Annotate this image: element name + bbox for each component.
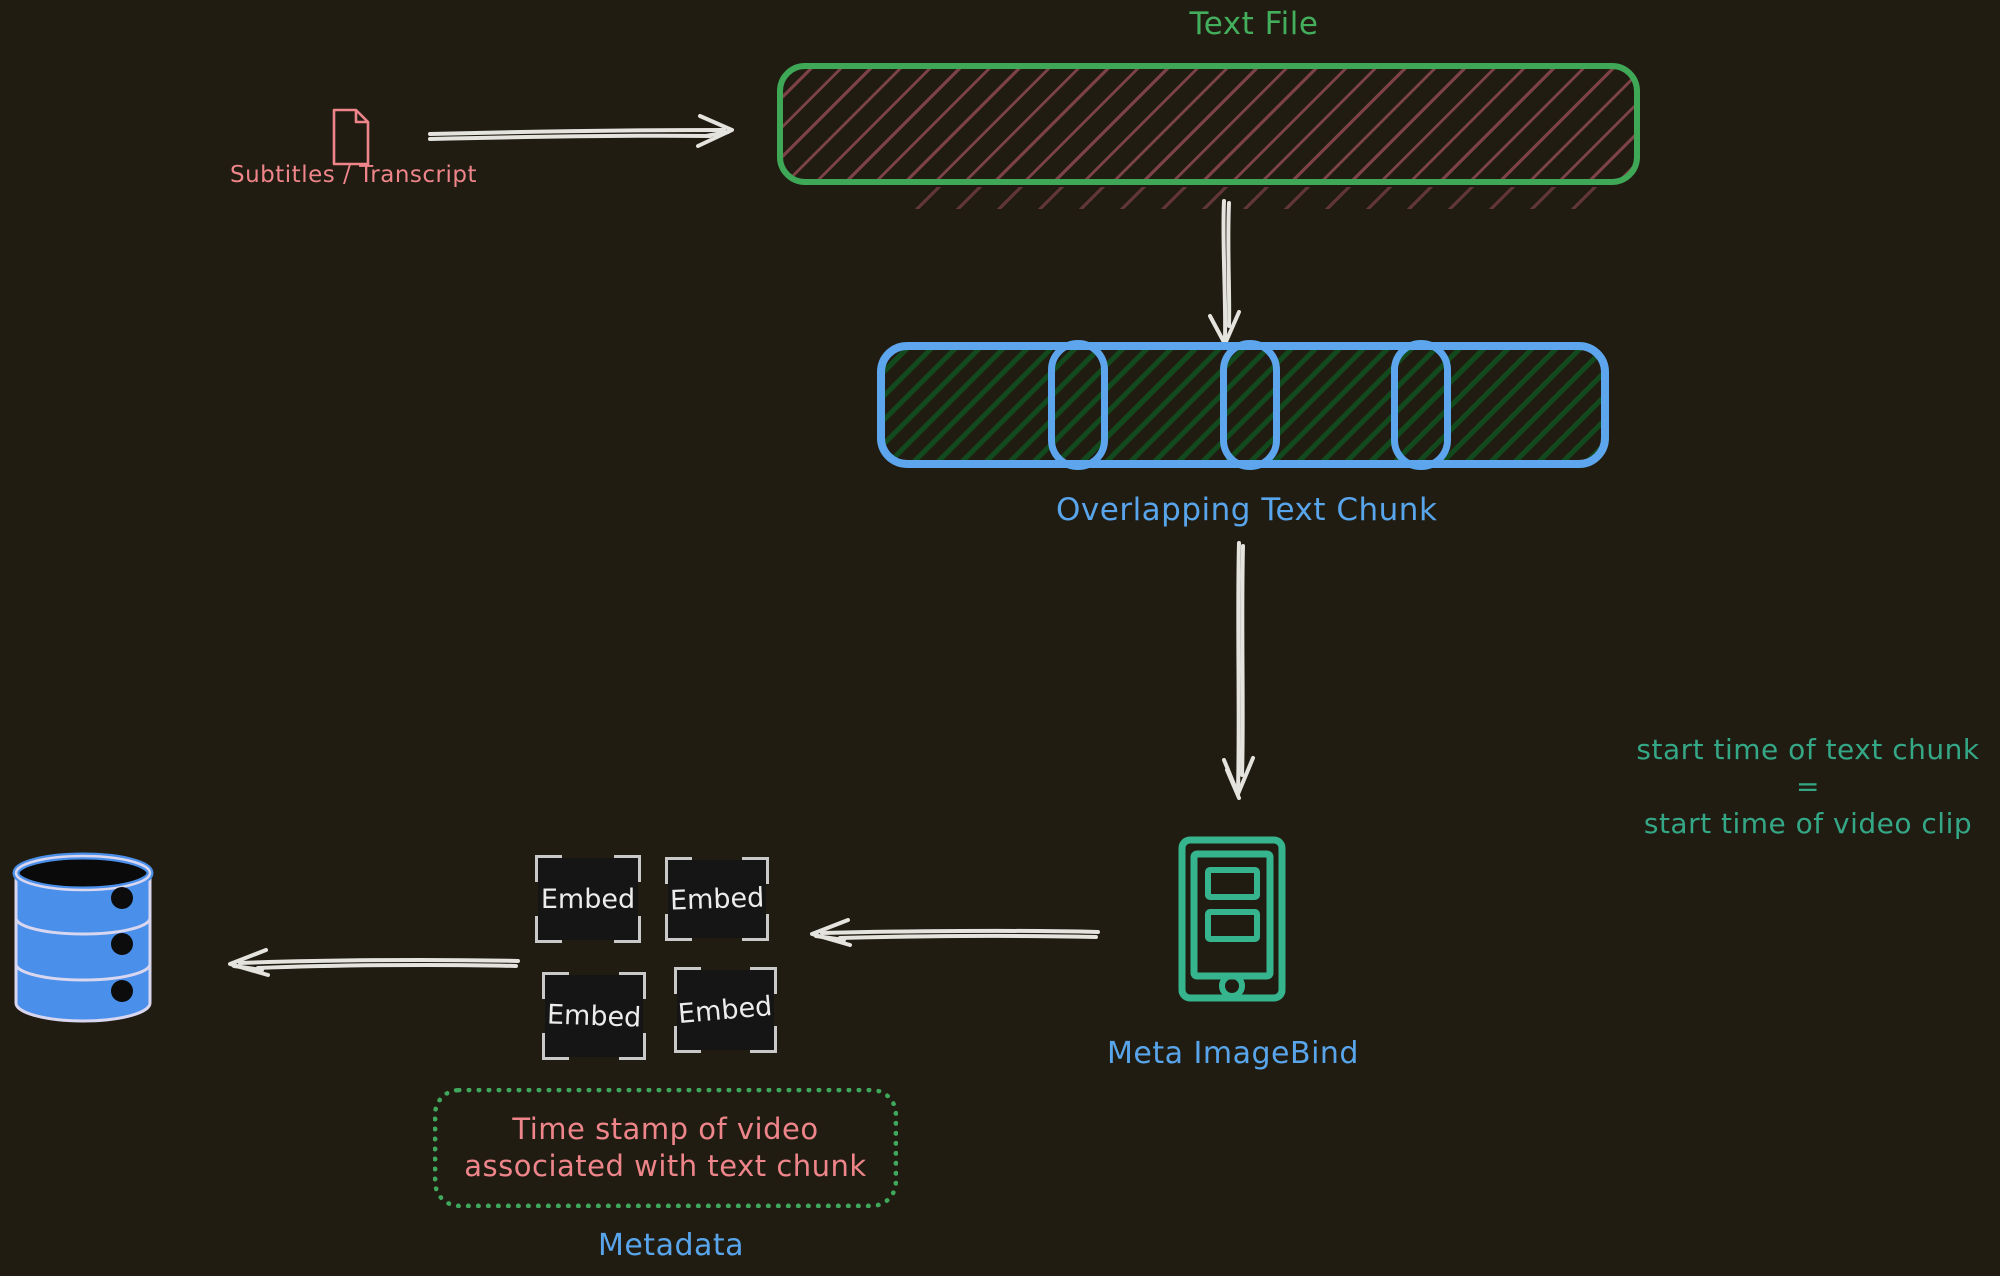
arrow-imagebind-to-embeds [810,918,1100,947]
corner-bracket [542,972,569,999]
corner-bracket [750,967,777,994]
corner-bracket [665,857,692,884]
arrow-source-to-textfile [428,114,734,148]
corner-bracket [674,1026,701,1053]
annotation-line: = [1796,770,1820,803]
arrow-chunks-to-imagebind [1222,541,1255,800]
metadata-note-line: associated with text chunk [464,1149,867,1183]
corner-bracket [535,916,562,943]
embed-box: Embed [674,967,777,1053]
chunk-overlap-pill [1220,340,1280,470]
timing-annotation: start time of text chunk = start time of… [1608,731,2000,842]
embed-label: Embed [669,881,765,917]
corner-bracket [619,972,646,999]
annotation-line: start time of text chunk [1636,733,1980,766]
embed-label: Embed [540,883,636,915]
embed-box: Embed [535,855,641,943]
embed-label: Embed [677,990,774,1030]
metadata-note-line: Time stamp of video [512,1112,819,1146]
corner-bracket [742,857,769,884]
metadata-label: Metadata [597,1228,745,1263]
hatch-overflow [900,187,1610,209]
imagebind-label: Meta ImageBind [1107,1036,1359,1071]
corner-bracket [614,855,641,882]
chunk-overlap-pill [1048,340,1108,470]
text-file-box [777,63,1640,185]
tablet-device-icon [1177,835,1287,1003]
arrow-embeds-to-database [228,948,520,977]
corner-bracket [614,916,641,943]
source-label: Subtitles / Transcript [230,162,477,188]
annotation-line: start time of video clip [1643,807,1973,840]
overlapping-chunk-label: Overlapping Text Chunk [1056,492,1438,528]
corner-bracket [535,855,562,882]
corner-bracket [750,1026,777,1053]
embed-label: Embed [546,998,642,1034]
corner-bracket [665,914,692,941]
corner-bracket [674,967,701,994]
embed-box: Embed [665,857,769,941]
corner-bracket [742,914,769,941]
metadata-note-box: Time stamp of video associated with text… [433,1088,898,1208]
text-file-label: Text File [1189,6,1319,42]
corner-bracket [619,1033,646,1060]
database-cylinder-icon [8,848,158,1030]
corner-bracket [542,1033,569,1060]
embed-box: Embed [542,972,646,1060]
document-icon [328,106,374,168]
chunk-overlap-pill [1391,340,1451,470]
arrow-textfile-to-chunks [1208,199,1241,346]
